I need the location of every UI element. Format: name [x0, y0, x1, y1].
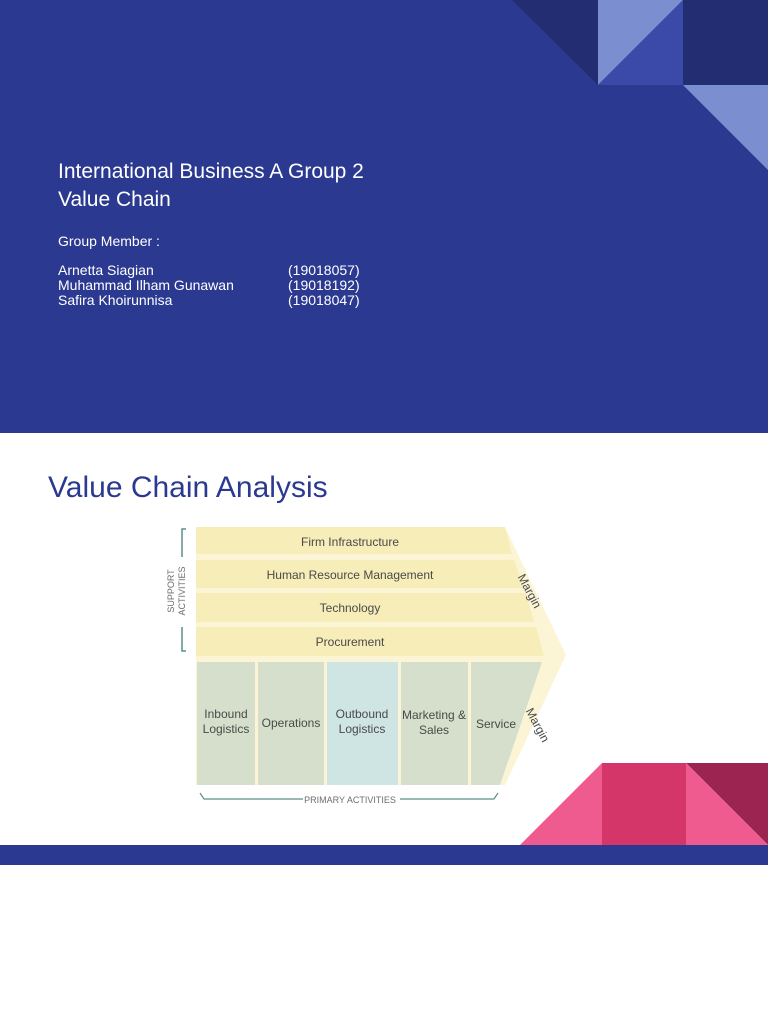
decorative-triangles-pink [520, 763, 768, 845]
pink-triangle [520, 763, 602, 845]
value-chain-slide: Value Chain Analysis SUPPORTACTIVITIES F… [0, 433, 768, 845]
title-line-2: Value Chain [58, 188, 171, 211]
member-name: Muhammad Ilham Gunawan [58, 277, 234, 293]
slide-title: Value Chain Analysis [48, 471, 328, 504]
primary-outbound-line2: Logistics [339, 722, 386, 736]
dark-square [683, 0, 768, 85]
primary-service [471, 662, 542, 785]
primary-service-line1: Service [476, 717, 516, 731]
decorative-triangles [512, 0, 768, 170]
support-label: SUPPORTACTIVITIES [166, 566, 187, 615]
slide-separator-band [0, 845, 768, 865]
primary-inbound-logistics [197, 662, 255, 785]
group-member-label: Group Member : [58, 233, 160, 249]
primary-label: PRIMARY ACTIVITIES [304, 795, 396, 805]
support-bar-technology [196, 593, 534, 622]
crimson-square [602, 763, 686, 845]
member-name: Arnetta Siagian [58, 262, 154, 278]
member-row: Safira Khoirunnisa (19018047) [58, 293, 360, 308]
primary-marketing-line2: Sales [419, 723, 449, 737]
member-id: (19018057) [288, 262, 360, 278]
member-id: (19018047) [288, 292, 360, 308]
primary-marketing-line1: Marketing & [402, 708, 466, 722]
light-triangle-right [683, 85, 768, 170]
primary-inbound-line1: Inbound [204, 707, 247, 721]
support-procurement: Procurement [316, 635, 385, 649]
member-id: (19018192) [288, 277, 360, 293]
presentation-title: International Business A Group 2 Value C… [58, 158, 364, 214]
support-bar-hrm [196, 560, 524, 588]
member-list: Arnetta Siagian (19018057) Muhammad Ilha… [58, 263, 360, 308]
partial-slide-title: SWOT [54, 1015, 206, 1024]
primary-outbound-line1: Outbound [336, 707, 389, 721]
title-slide: International Business A Group 2 Value C… [0, 0, 768, 433]
primary-operations [258, 662, 324, 785]
primary-bracket [199, 792, 499, 800]
value-chain-diagram: SUPPORTACTIVITIES Firm Infrastructure Hu… [166, 527, 566, 805]
primary-outbound-logistics [327, 662, 398, 785]
support-hrm: Human Resource Management [267, 568, 434, 582]
mid-triangle [598, 0, 683, 85]
member-row: Muhammad Ilham Gunawan (19018192) [58, 278, 360, 293]
next-slide: SWOT [0, 865, 768, 1024]
pink-triangle-right [686, 763, 768, 845]
member-row: Arnetta Siagian (19018057) [58, 263, 360, 278]
primary-operations-line1: Operations [262, 716, 321, 730]
dark-triangle-left [512, 0, 598, 85]
support-bracket [181, 528, 186, 652]
member-name: Safira Khoirunnisa [58, 292, 173, 308]
primary-marketing-sales [401, 662, 468, 785]
support-bar-procurement [196, 627, 544, 656]
support-firm-infrastructure: Firm Infrastructure [301, 535, 399, 549]
support-bar-firm-infrastructure [196, 527, 512, 554]
primary-inbound-line2: Logistics [203, 722, 250, 736]
title-line-1: International Business A Group 2 [58, 160, 364, 183]
support-technology: Technology [320, 601, 381, 615]
